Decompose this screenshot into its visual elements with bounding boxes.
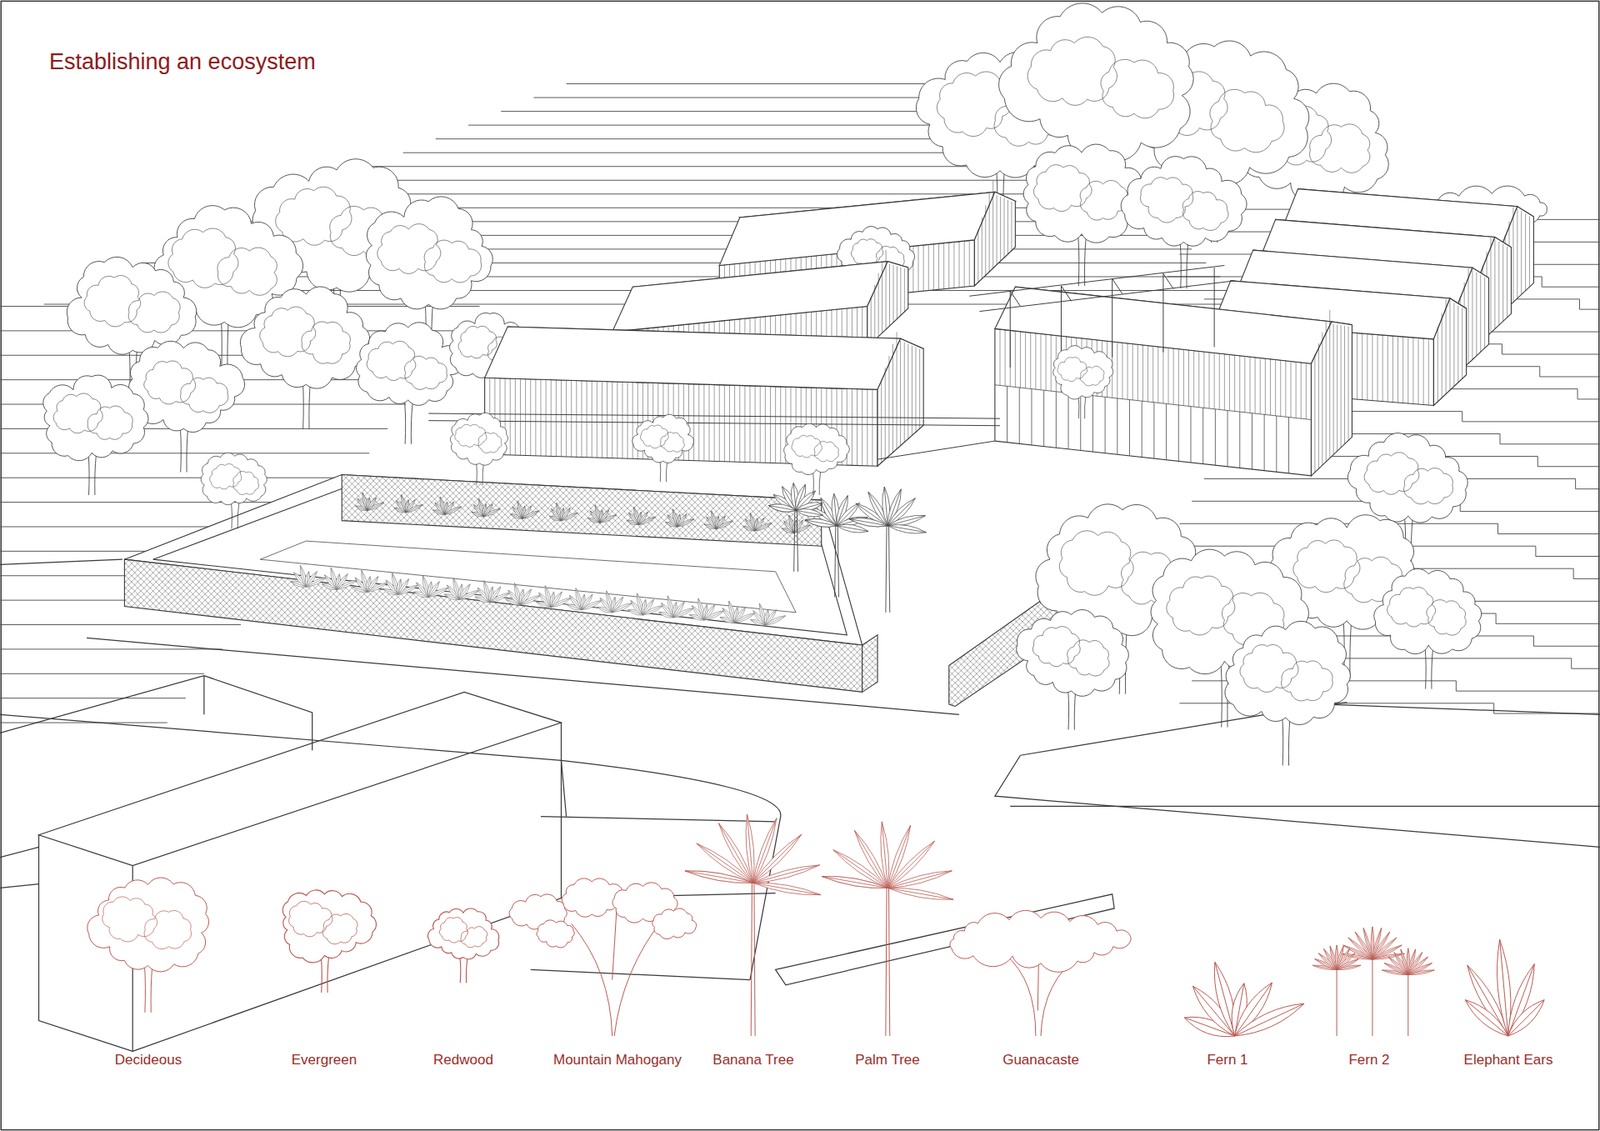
fern [510, 500, 539, 519]
fern [355, 492, 384, 510]
fern [352, 570, 388, 592]
fern [291, 565, 327, 587]
fern [471, 498, 500, 516]
mountain-mahogany [509, 878, 696, 1036]
shed-building [995, 286, 1353, 476]
fern [658, 595, 694, 618]
plant-label: Fern 2 [1345, 1051, 1392, 1069]
tree [632, 414, 695, 482]
tree-group [43, 3, 1390, 495]
plant-label: Fern 1 [1204, 1051, 1250, 1069]
guanacaste [950, 910, 1131, 1036]
tree [240, 286, 370, 430]
fern [394, 495, 423, 513]
fern [549, 502, 578, 520]
tree-group [1016, 433, 1482, 766]
palm [769, 482, 824, 571]
palm [685, 814, 821, 1036]
fern [321, 567, 357, 590]
palm [849, 486, 926, 613]
palm [805, 493, 869, 597]
palm [822, 821, 954, 1036]
fern [750, 603, 786, 625]
fern [704, 510, 733, 529]
fern [475, 580, 510, 603]
garden-plants [200, 345, 1114, 626]
fern [597, 590, 633, 613]
massing-blocks [0, 675, 776, 1052]
diagram-title: Establishing an ecosystem [49, 49, 316, 75]
fern [566, 588, 602, 610]
tree [43, 375, 149, 495]
tree [1120, 156, 1247, 289]
fern [626, 506, 655, 525]
plant-label: Guanacaste [1000, 1051, 1082, 1069]
tree [129, 340, 245, 472]
plant-label: Evergreen [289, 1051, 360, 1069]
plant-label: Elephant Ears [1461, 1051, 1556, 1069]
fern [432, 496, 461, 515]
tree [200, 452, 267, 529]
fern [588, 505, 617, 523]
tree [1016, 609, 1130, 730]
building-group [485, 180, 1535, 476]
plant-label: Banana Tree [710, 1051, 796, 1069]
tree [784, 423, 850, 495]
fern [383, 572, 419, 595]
plant-label: Mountain Mahogany [550, 1051, 685, 1069]
tree [1053, 345, 1114, 420]
elephant-ears [1465, 939, 1545, 1036]
shed-building [485, 326, 925, 466]
fern [628, 593, 664, 615]
plant-legend [87, 814, 1545, 1037]
fern [781, 515, 810, 533]
tree [356, 322, 464, 445]
fan-fern [1312, 926, 1435, 1036]
tree [282, 890, 376, 993]
plant-label: Redwood [430, 1051, 496, 1069]
fern [689, 598, 725, 620]
tree [87, 877, 210, 1013]
fern [505, 583, 541, 605]
fern [414, 575, 450, 597]
fern [720, 600, 755, 623]
plant-label: Decideous [112, 1051, 185, 1069]
terrain-contours [0, 84, 1600, 724]
tree [427, 908, 499, 983]
fern [535, 585, 571, 608]
fern [665, 509, 695, 527]
plant-label: Palm Tree [852, 1051, 922, 1069]
tree [1225, 620, 1350, 765]
tree [450, 412, 508, 485]
tree [1374, 568, 1482, 689]
fern [743, 513, 772, 531]
fern [444, 577, 480, 600]
garden-wall [124, 475, 1139, 707]
fern [1184, 961, 1305, 1036]
